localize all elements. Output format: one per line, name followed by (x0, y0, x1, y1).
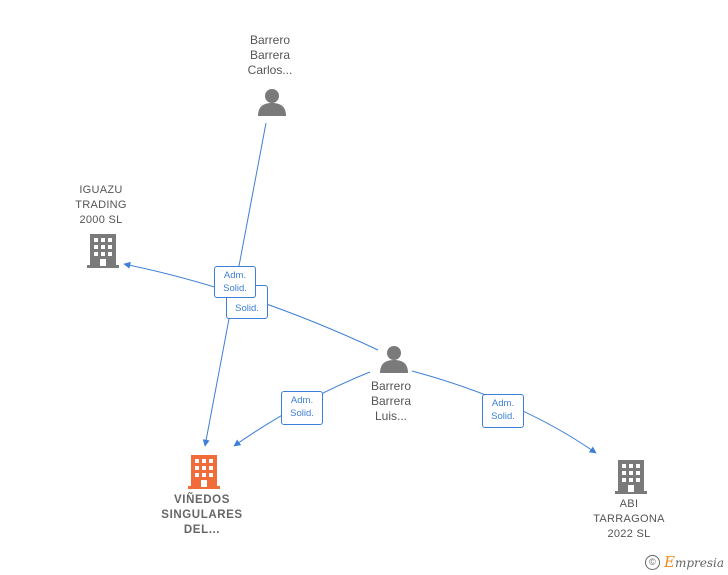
person-label-luis[interactable]: Barrero Barrera Luis... (370, 379, 411, 423)
copyright-icon: © (644, 554, 660, 570)
company-label-vinedos[interactable]: VIÑEDOS SINGULARES DEL... (161, 494, 243, 536)
edge-badge-adm-solid[interactable]: Adm. Solid. (482, 394, 524, 428)
brand-logo: Empresia (663, 553, 724, 571)
edge-badge-solid[interactable]: Solid. (226, 285, 268, 319)
person-label-carlos[interactable]: Barrero Barrera Carlos... (247, 33, 293, 77)
edge-badge-adm-solid[interactable]: Adm. Solid. (281, 391, 323, 425)
edge-badge-adm-solid[interactable]: Adm. Solid. (214, 266, 256, 298)
building-icon[interactable] (86, 232, 120, 269)
building-icon[interactable] (614, 458, 648, 495)
company-label-iguazu[interactable]: IGUAZU TRADING 2000 SL (75, 184, 127, 226)
company-label-abi[interactable]: ABI TARRAGONA 2022 SL (593, 498, 665, 540)
person-icon[interactable] (378, 343, 410, 375)
building-icon[interactable] (187, 453, 221, 490)
empresia-watermark: © Empresia (644, 553, 724, 571)
person-icon[interactable] (256, 86, 288, 118)
